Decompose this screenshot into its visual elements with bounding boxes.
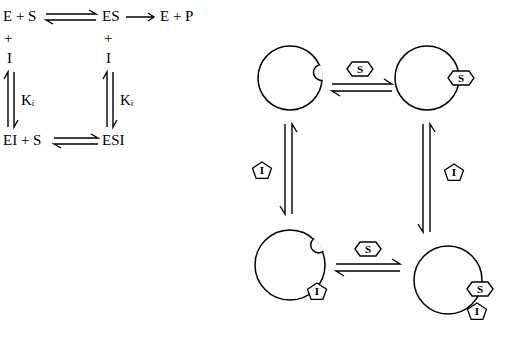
shape-outline — [468, 303, 487, 319]
active-site-notch — [314, 64, 330, 80]
inhibitor-label: I — [452, 167, 456, 178]
reverse-harpoon — [336, 271, 400, 276]
reaction-species: E + S — [3, 8, 36, 25]
up-harpoon — [4, 72, 8, 127]
scheme-arrows — [4, 10, 154, 148]
inhibitor-pentagon: I — [251, 160, 273, 180]
inhibitor-pentagon: I — [443, 162, 465, 182]
plus-sign: + — [4, 30, 12, 47]
down-harpoon — [280, 124, 285, 214]
reverse-harpoon — [332, 91, 392, 96]
substrate-label: S — [365, 244, 371, 255]
substrate-hexagon: S — [354, 241, 382, 257]
up-harpoon — [430, 124, 435, 232]
enzyme-circle — [414, 246, 482, 314]
reaction-arrow — [126, 13, 154, 21]
up-harpoon — [292, 124, 297, 214]
reaction-species: E + P — [160, 8, 193, 25]
down-harpoon — [113, 72, 117, 127]
substrate-label: S — [477, 284, 483, 295]
shape-outline — [347, 62, 373, 76]
substrate-label: S — [458, 73, 464, 84]
active-site-notch — [311, 237, 327, 253]
reaction-species: EI + S — [3, 132, 41, 149]
inhibitor-symbol: I — [106, 50, 111, 67]
shape-outline — [355, 242, 381, 256]
substrate-hexagon: S — [346, 61, 374, 77]
inhibitor-label: I — [475, 306, 479, 317]
up-harpoon — [103, 72, 107, 127]
forward-harpoon — [46, 10, 96, 14]
reverse-harpoon — [54, 144, 98, 148]
substrate-label: S — [357, 64, 363, 75]
plus-sign: + — [104, 30, 112, 47]
inhibitor-label: I — [315, 286, 319, 297]
inhibitor-label: I — [260, 165, 264, 176]
forward-harpoon — [336, 259, 400, 264]
inhibitor-pentagon: I — [306, 281, 328, 301]
forward-harpoon — [332, 79, 392, 84]
shape-outline — [467, 282, 493, 296]
down-harpoon — [14, 72, 18, 127]
dissociation-constant: Kᵢ — [21, 92, 34, 109]
down-harpoon — [418, 124, 423, 232]
enzyme-circle — [258, 46, 322, 110]
shape-outline — [253, 162, 272, 178]
reaction-species: ESI — [102, 132, 125, 149]
dissociation-constant: Kᵢ — [120, 92, 133, 109]
enzyme-cartoons — [255, 46, 482, 314]
substrate-hexagon: S — [466, 281, 494, 297]
inhibitor-pentagon: I — [466, 301, 488, 321]
shape-outline — [308, 283, 327, 299]
shape-outline — [448, 71, 474, 85]
forward-harpoon — [54, 134, 98, 138]
cartoon-arrows — [280, 79, 435, 276]
reaction-species: ES — [102, 8, 120, 25]
substrate-hexagon: S — [447, 70, 475, 86]
inhibitor-symbol: I — [7, 50, 12, 67]
reverse-harpoon — [46, 20, 96, 24]
shape-outline — [445, 164, 464, 180]
